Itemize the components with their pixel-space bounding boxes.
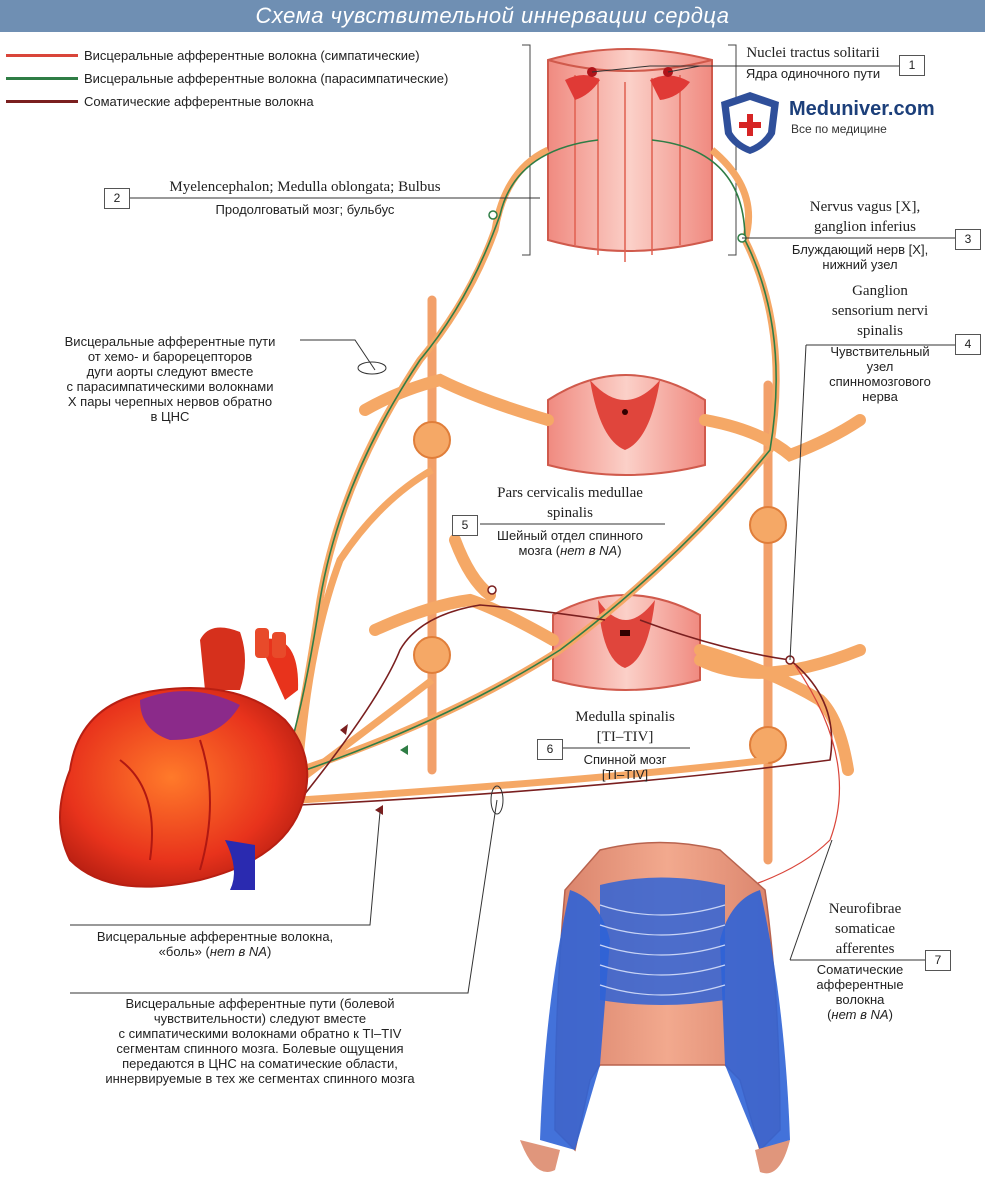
label-5-ru-1: Шейный отдел спинного: [497, 528, 643, 543]
medulla-oblongata: [547, 48, 713, 262]
label-3-latin-1: Nervus vagus [X],: [809, 199, 921, 215]
label-2-ru: Продолговатый мозг; бульбус: [215, 202, 395, 217]
legend-item-parasympathetic: Висцеральные афферентные волокна (параси…: [6, 67, 448, 90]
label-7-ru-1: Соматические: [816, 962, 904, 977]
label-6-ru-1: Спинной мозг: [583, 752, 667, 767]
cervical-cord-section: [547, 374, 706, 476]
heart-illustration: [59, 627, 309, 890]
legend-swatch-sympathetic: [6, 54, 78, 57]
pain-path-note: Висцеральные афферентные пути (болевой ч…: [105, 996, 415, 1086]
legend-item-somatic: Соматические афферентные волокна: [6, 90, 448, 113]
label-7-latin-3: afferentes: [835, 941, 895, 957]
label-4-number: 4: [955, 334, 981, 355]
label-5-ru-2: мозга (нет в NA): [518, 543, 622, 558]
logo-name: Meduniver.com: [789, 98, 935, 120]
label-4-ru-1: Чувствительный: [830, 344, 930, 359]
cardiac-nerves: [286, 146, 780, 804]
label-7-latin-1: Neurofibrae: [828, 901, 902, 917]
legend: Висцеральные афферентные волокна (симпат…: [6, 44, 448, 113]
label-4-latin-1: Ganglion: [852, 283, 908, 299]
label-6-latin-1: Medulla spinalis: [575, 709, 675, 725]
spinal-nerves: [359, 373, 866, 776]
thoracic-cord-section: [552, 594, 701, 691]
label-2-number: 2: [104, 188, 130, 209]
label-7-ru-2: афферентные: [816, 977, 904, 992]
label-3-number: 3: [955, 229, 981, 250]
label-4-ru-2: узел: [866, 359, 894, 374]
label-1-latin: Nuclei tractus solitarii: [746, 45, 880, 61]
sympathetic-afferent-fibers: [299, 604, 833, 806]
legend-swatch-parasympathetic: [6, 77, 78, 80]
meduniver-logo: Meduniver.com Все по медицине: [717, 90, 957, 156]
parasympathetic-fibers: [284, 139, 777, 773]
torso-illustration: [520, 841, 790, 1174]
label-5-latin-2: spinalis: [547, 505, 593, 521]
label-7-number: 7: [925, 950, 951, 971]
page-title: Схема чувствительной иннервации сердца: [255, 3, 730, 28]
shield-logo-icon: [721, 92, 779, 154]
label-1-number: 1: [899, 55, 925, 76]
label-4-latin-3: spinalis: [857, 323, 903, 339]
sympathetic-ganglia: [413, 421, 787, 764]
label-7-ru-4: (нет в NA): [827, 1007, 893, 1022]
label-4-latin-2: sensorium nervi: [831, 303, 929, 319]
label-3-ru-1: Блуждающий нерв [X],: [791, 242, 929, 257]
label-5-number: 5: [452, 515, 478, 536]
label-6-ru-2: [TI–TIV]: [601, 767, 649, 782]
title-bar: Схема чувствительной иннервации сердца: [0, 0, 985, 32]
label-4-ru-3: спинномозгового: [829, 374, 931, 389]
vagal-path-note: Висцеральные афферентные пути от хемо- и…: [64, 334, 276, 424]
label-4-ru-4: нерва: [862, 389, 898, 404]
label-2-latin: Myelencephalon; Medulla oblongata; Bulbu…: [169, 179, 441, 195]
label-7-latin-2: somaticae: [835, 921, 895, 937]
legend-swatch-somatic: [6, 100, 78, 103]
label-1-ru: Ядра одиночного пути: [745, 66, 881, 81]
pain-fibers-note: Висцеральные афферентные волокна, «боль»…: [96, 929, 334, 959]
label-6-number: 6: [537, 739, 563, 760]
label-3-latin-2: ganglion inferius: [813, 219, 917, 235]
leader-lines: [70, 65, 955, 994]
logo-tagline: Все по медицине: [791, 122, 887, 136]
legend-item-sympathetic: Висцеральные афферентные волокна (симпат…: [6, 44, 448, 67]
label-6-latin-2: [TI–TIV]: [596, 729, 654, 745]
label-3-ru-2: нижний узел: [822, 257, 898, 272]
label-7-ru-3: волокна: [835, 992, 885, 1007]
label-5-latin-1: Pars cervicalis medullae: [497, 485, 643, 501]
